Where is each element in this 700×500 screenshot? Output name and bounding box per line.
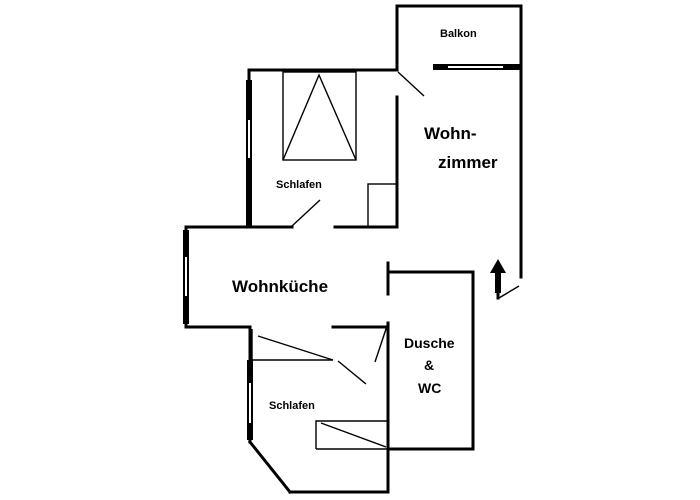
balkon-wall <box>395 4 523 72</box>
room-label-wohnkueche: Wohnküche <box>232 277 328 296</box>
stair-diagonal <box>257 335 334 361</box>
schlafen-bottom-door-leaf <box>337 360 367 385</box>
schlafen-top-walls <box>247 68 399 229</box>
arrow-up-icon <box>490 259 506 293</box>
entrance-area <box>490 259 520 300</box>
dusche-door-leaf <box>374 322 389 363</box>
room-label-schlafen-top: Schlafen <box>276 179 322 191</box>
entrance-door-leaf <box>498 285 520 299</box>
room-label-wohnzimmer-1: Wohn- <box>424 124 477 143</box>
room-label-schlafen-bottom: Schlafen <box>269 400 315 412</box>
room-label-wohnzimmer-2: zimmer <box>438 153 498 172</box>
wardrobe-icon <box>367 183 398 228</box>
room-label-dusche-amp: & <box>424 357 434 373</box>
stair-line-1 <box>251 329 333 361</box>
wardrobe-icon <box>315 420 388 450</box>
wohnkueche-area <box>183 225 390 361</box>
wohnzimmer-door-leaf <box>397 71 425 97</box>
balkon-area <box>395 4 523 72</box>
room-label-wc: WC <box>418 380 441 396</box>
schlafen-top-door-leaf <box>291 199 321 227</box>
schlafen-top-area <box>184 68 399 229</box>
dusche-wc-area <box>374 261 475 451</box>
bed-icon <box>282 71 357 161</box>
schlafen-bottom-diagonal-wall <box>247 439 293 495</box>
schlafen-bottom-area <box>247 325 390 495</box>
room-label-dusche: Dusche <box>404 335 455 351</box>
room-label-balkon: Balkon <box>440 28 477 40</box>
